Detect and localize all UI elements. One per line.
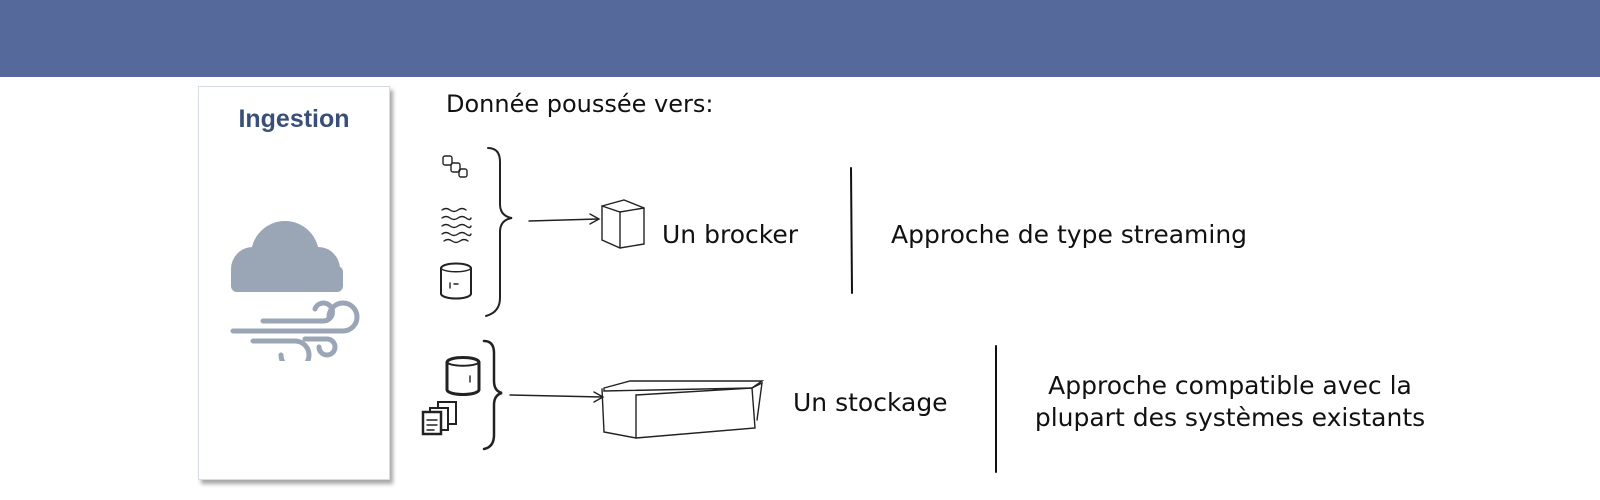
messages-icon [442,155,468,178]
intro-label: Donnée poussée vers: [446,90,714,118]
card-title: Ingestion [238,105,350,133]
target-label-storage: Un stockage [793,388,948,417]
arrow-row2 [509,391,605,403]
brace-row1 [485,147,513,317]
approach-label-compatible: Approche compatible avec la plupart des … [1034,371,1426,432]
divider-row1 [850,167,853,294]
header-bar [0,0,1600,77]
ingestion-card: Ingestion [198,86,390,480]
cloud-wind-icon [230,221,360,361]
database-icon [445,356,481,396]
database-icon [440,262,472,300]
arrow-row1 [528,213,601,225]
cube-icon [601,199,645,249]
wave-lines-icon [441,207,472,244]
target-label-broker: Un brocker [662,220,798,249]
documents-icon [421,401,457,436]
brace-row2 [482,339,503,451]
storage-box-icon [601,380,765,439]
approach-label-streaming: Approche de type streaming [891,220,1248,249]
